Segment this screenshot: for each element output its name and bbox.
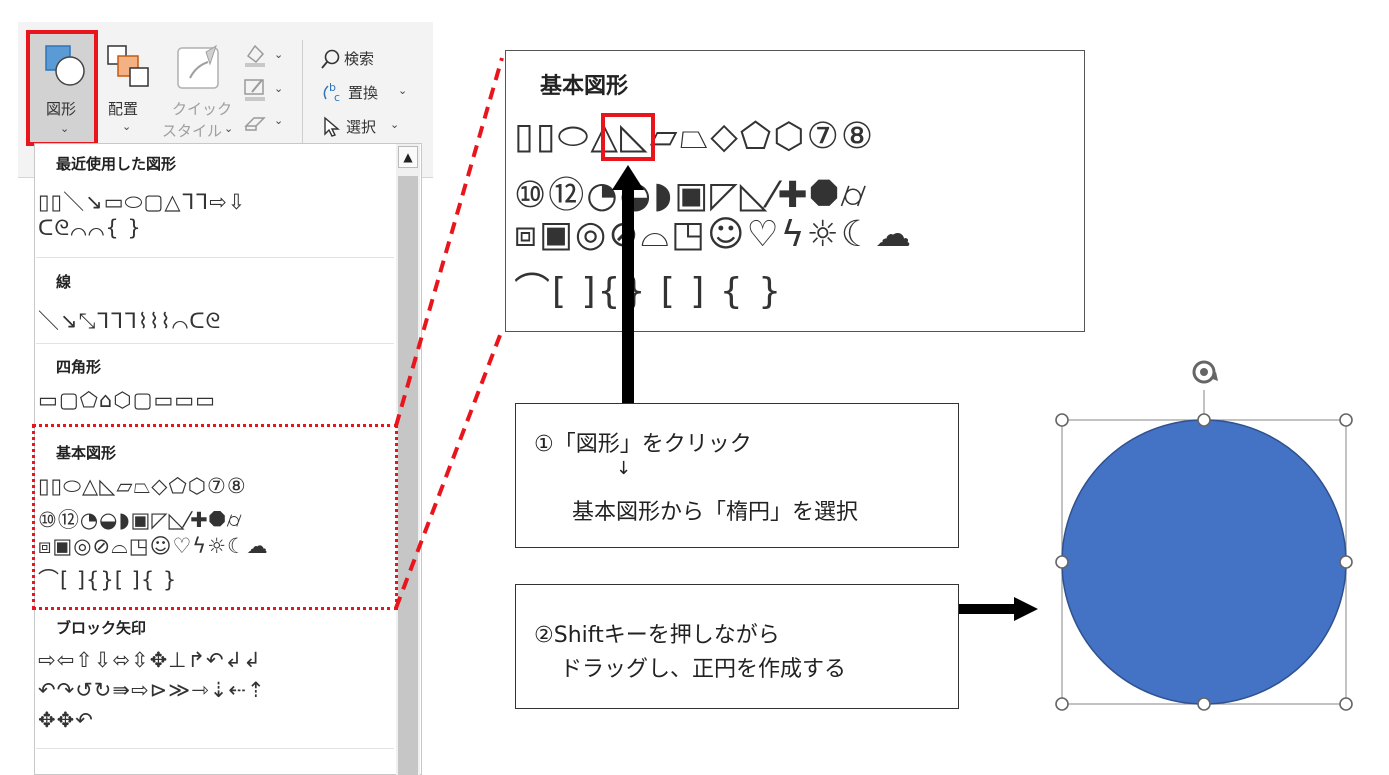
shapes-dropdown-panel [34,143,422,775]
search-icon [321,49,340,69]
basic-shapes-zoom-panel [505,50,1085,332]
quick-style-label-2: スタイル [162,122,223,140]
resize-handle-bottom-left [1055,697,1069,711]
resize-handle-bottom-right [1339,697,1353,711]
recent-shapes-row[interactable]: ᑕᘓ⌒⌒{ } [38,216,142,240]
right-arrow-head [1014,597,1038,621]
chevron-down-icon: ⌄ [122,120,132,133]
scrollbar-thumb[interactable] [398,176,418,775]
select-label: 選択 [346,118,377,136]
rotate-handle-icon [1192,360,1218,384]
quick-style-icon [177,44,219,89]
callout2-line2: ドラッグし、正円を作成する [560,657,847,682]
resize-handle-top [1197,413,1211,427]
up-arrow-head [612,165,644,190]
section-title-block-arrows: ブロック矢印 [56,619,147,637]
format-small-buttons: ⌄ ⌄ ⌄ [242,42,288,144]
ribbon-divider [302,40,303,144]
callout1-arrow: ↓ [616,458,632,479]
callout1-line1: ①「図形」をクリック [534,432,752,457]
arrange-button[interactable]: 配置 ⌄ [104,44,154,144]
chevron-down-icon: ⌄ [398,84,408,97]
callout1-line3: 基本図形から「楕円」を選択 [572,500,859,525]
circle-shape-canvas[interactable] [1040,350,1370,720]
resize-handle-left [1055,555,1069,569]
section-title-rectangles: 四角形 [56,358,102,376]
ellipse-selection-highlight [601,113,655,161]
resize-handle-top-left [1055,413,1069,427]
block-arrows-row[interactable]: ⇨⇦⇧⇩⬄⇳✥⊥↱↶↲↲ [38,648,262,672]
svg-text:b: b [329,81,336,94]
resize-handle-right [1339,555,1353,569]
rectangles-row[interactable]: ▭▢⬠⌂⬡▢▭▭▭ [38,388,216,412]
replace-label: 置換 [348,84,379,102]
shape-fill-button[interactable]: ⌄ [242,42,286,68]
zoom-shapes-row[interactable]: ▯▯⬭△◺▱⏢◇⬠⬡⑦⑧ [514,116,876,157]
section-title-recent: 最近使用した図形 [56,155,177,173]
zoom-connector-bottom [394,329,504,609]
find-button[interactable]: 検索 [320,46,390,70]
chevron-down-icon: ⌄ [60,122,70,135]
callout2-line1: ②Shiftキーを押しながら [534,623,780,648]
block-arrows-row[interactable]: ✥✥↶ [38,708,94,732]
arrange-button-label: 配置 [108,100,139,118]
recent-shapes-row[interactable]: ▯▯＼↘▭⬭▢△ᒣᒣ⇨⇩ [38,190,247,214]
chevron-down-icon: ⌄ [390,118,400,131]
lines-row[interactable]: ＼↘⤡ᒣᒣᒣ⌇⌇⌇⌒ᑕᘓ [38,309,222,333]
shape-button[interactable]: 図形 ⌄ [26,30,98,146]
section-title-lines: 線 [56,273,72,291]
up-arrow-shaft [622,184,634,404]
right-arrow-shaft [958,604,1018,614]
section-divider [36,343,394,344]
scroll-up-button[interactable]: ▲ [398,146,418,168]
zoom-shapes-row[interactable]: ⧈▣◎⊘⌓◳☺♡ϟ☼☾☁ [514,214,914,255]
resize-handle-bottom [1197,697,1211,711]
section-divider [36,257,394,258]
cursor-arrow-icon [324,116,340,137]
chevron-down-icon: ⌄ [224,122,234,135]
basic-shapes-row[interactable]: ⑩⑫◔◒◗▣◸◺⁄✚⯃⌭ [38,508,243,532]
perfect-circle [1061,419,1347,705]
instruction-callout-2: ②Shiftキーを押しながら ドラッグし、正円を作成する [515,584,959,709]
shape-outline-button[interactable]: ⌄ [242,76,286,102]
zoom-connector-top [394,57,504,427]
basic-shapes-highlight [32,424,398,610]
shape-effects-button[interactable]: ⌄ [242,112,286,138]
basic-shapes-row[interactable]: ⌒[ ]{}[ ]{ } [38,568,178,592]
basic-shapes-row[interactable]: ⧈▣◎⊘⌓◳☺♡ϟ☼☾☁ [38,534,269,558]
basic-shapes-row[interactable]: ▯▯⬭△◺▱⏢◇⬠⬡⑦⑧ [38,474,247,498]
select-button[interactable]: 選択 ⌄ [320,114,410,138]
chevron-down-icon: ⌄ [274,114,284,127]
block-arrows-row[interactable]: ↶↷↺↻⇛⇨⊳≫⇾⇣⇠⇡ [38,678,266,702]
chevron-down-icon: ⌄ [274,82,284,95]
svg-text:c: c [334,91,340,104]
paint-bucket-icon [245,44,265,67]
shape-button-label: 図形 [46,100,77,118]
instruction-callout-1: ①「図形」をクリック ↓ 基本図形から「楕円」を選択 [515,403,959,548]
replace-button[interactable]: b c 置換 ⌄ [320,80,414,104]
shapes-icon [45,45,85,86]
zoom-shapes-row[interactable]: ⑩⑫◔◒◗▣◸◺⁄✚⯃⌭ [514,175,869,216]
resize-handles [1055,413,1353,711]
section-title-basic-shapes: 基本図形 [56,444,117,462]
arrange-icon [107,45,149,87]
replace-icon: b c [323,81,340,104]
quick-style-label-1: クイック [172,100,233,118]
zoom-title: 基本図形 [540,74,629,99]
chevron-down-icon: ⌄ [274,48,284,61]
zoom-shapes-row[interactable]: ⌒[ ]{} [ ] { } [514,271,784,312]
resize-handle-top-right [1339,413,1353,427]
find-label: 検索 [344,50,375,68]
pen-icon [244,79,265,101]
quick-style-button[interactable]: クイック スタイル ⌄ [162,44,240,144]
eraser-icon [244,117,266,131]
section-divider [36,748,394,749]
